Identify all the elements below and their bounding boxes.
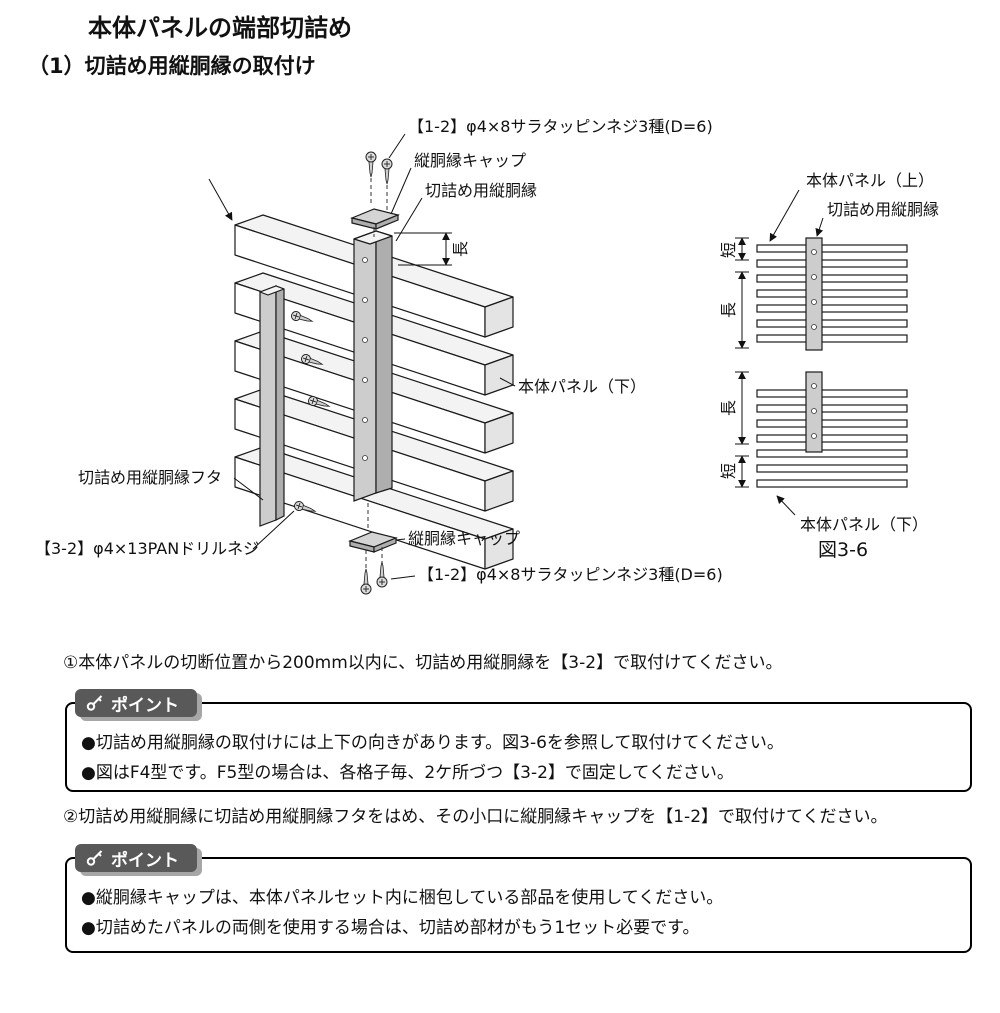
figure36-leader-lines — [769, 189, 824, 516]
figure36-dimensions: 短 長 長 短 — [719, 237, 749, 488]
key-icon — [86, 695, 103, 711]
label-cover: 切詰め用縦胴縁フタ — [78, 468, 222, 487]
dimension-long-main: 長 — [394, 232, 470, 266]
dim-long-label: 長 — [451, 241, 470, 257]
figure36-label-rail: 切詰め用縦胴縁 — [827, 200, 939, 219]
label-cap-bottom: 縦胴縁キャップ — [408, 529, 520, 548]
drill-screw-1 — [291, 311, 314, 322]
label-drill-screw: 【3-2】φ4×13PANドリルネジ — [35, 539, 259, 558]
rail-cap-bottom — [348, 531, 398, 553]
figure36-label-panel-lower: 本体パネル（下） — [800, 515, 928, 534]
point-box-1: ポイント ●切詰め用縦胴縁の取付けには上下の向きがあります。図3-6を参照して取… — [65, 689, 972, 792]
dim-short-top-label: 短 — [719, 242, 738, 258]
point-item: ●図はF4型です。F5型の場合は、各格子毎、2ケ所づつ【3-2】で固定してくださ… — [81, 763, 734, 783]
trimming-rail — [353, 230, 393, 502]
point-tag-label: ポイント — [111, 695, 179, 716]
tapping-screw-top-1 — [365, 151, 377, 178]
figure36-upper-panel — [756, 237, 908, 351]
label-cap-top: 縦胴縁キャップ — [414, 151, 526, 170]
page-title: 本体パネルの端部切詰め — [88, 14, 352, 42]
rail-cap-top — [350, 208, 400, 230]
label-screw-top: 【1-2】φ4×8サラタッピンネジ3種(D=6) — [408, 117, 713, 136]
point-items-2: ●縦胴縁キャップは、本体パネルセット内に梱包している部品を使用してください。 ●… — [67, 859, 970, 943]
point-item: ●切詰め用縦胴縁の取付けには上下の向きがあります。図3-6を参照して取付けてくだ… — [81, 733, 784, 753]
label-rail: 切詰め用縦胴縁 — [425, 181, 537, 200]
point-item: ●縦胴縁キャップは、本体パネルセット内に梱包している部品を使用してください。 — [81, 888, 724, 908]
rail-cover-strip — [259, 285, 285, 527]
tapping-screw-bottom-1 — [360, 568, 372, 595]
drill-screw-3 — [308, 396, 331, 407]
key-icon — [86, 850, 103, 866]
figure36-caption: 図3-6 — [818, 539, 868, 561]
point-tag-label: ポイント — [111, 850, 179, 871]
dim-short-bottom-label: 短 — [719, 463, 738, 479]
section-title: （1）切詰め用縦胴縁の取付け — [28, 54, 316, 78]
point-box-2: ポイント ●縦胴縁キャップは、本体パネルセット内に梱包している部品を使用してくだ… — [65, 844, 972, 953]
label-panel-lower: 本体パネル（下） — [518, 377, 646, 396]
corner-arrow — [208, 178, 233, 221]
point-tag-2: ポイント — [75, 844, 197, 872]
figure36-lower-panel — [756, 371, 908, 488]
point-item: ●切詰めたパネルの両側を使用する場合は、切詰め部材がもう1セット必要です。 — [81, 918, 700, 938]
point-items-1: ●切詰め用縦胴縁の取付けには上下の向きがあります。図3-6を参照して取付けてくだ… — [67, 704, 970, 788]
instruction-step-1: ①本体パネルの切断位置から200mm以内に、切詰め用縦胴縁を【3-2】で取付けて… — [63, 653, 783, 673]
figure36-label-panel-upper: 本体パネル（上） — [806, 171, 934, 190]
tapping-screw-bottom-2 — [376, 561, 388, 588]
dim-long-bottom-label: 長 — [719, 400, 738, 416]
drill-screw-4 — [294, 501, 317, 512]
assembly-axis-lines — [365, 178, 388, 570]
instruction-step-2: ②切詰め用縦胴縁に切詰め用縦胴縁フタをはめ、その小口に縦胴縁キャップを【1-2】… — [63, 807, 888, 827]
assembly-diagram: 長 【1-2】φ4×8サラタッピンネジ3種(D=6) 縦胴縁キャップ 切詰め用縦… — [35, 117, 939, 595]
tapping-screw-top-2 — [381, 158, 393, 185]
point-tag-1: ポイント — [75, 689, 197, 717]
label-screw-bottom: 【1-2】φ4×8サラタッピンネジ3種(D=6) — [418, 565, 723, 584]
drill-screw-2 — [301, 354, 324, 365]
dim-long-top-label: 長 — [719, 302, 738, 318]
main-leader-lines — [233, 133, 516, 580]
